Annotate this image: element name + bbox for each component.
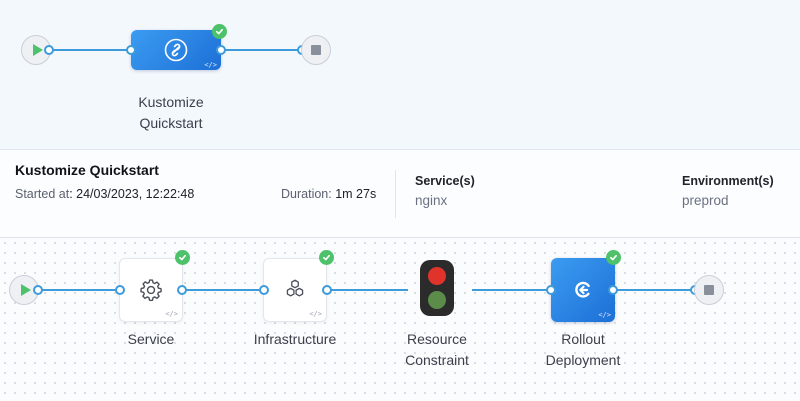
- step-label: Rollout Deployment: [545, 331, 621, 368]
- infrastructure-step[interactable]: </>: [263, 258, 327, 322]
- summary-divider: [395, 170, 396, 218]
- success-check-icon: [319, 250, 334, 265]
- step-input-port: [115, 285, 125, 295]
- step-label: Infrastructure: [253, 331, 337, 347]
- success-check-icon: [212, 24, 227, 39]
- rollout-deployment-step[interactable]: </>: [551, 258, 615, 322]
- step-output-port: [608, 285, 618, 295]
- hexagons-icon: [286, 279, 304, 297]
- connector-line: [182, 289, 264, 291]
- success-check-icon: [606, 250, 621, 265]
- code-icon: </>: [204, 61, 217, 69]
- stage-output-port: [216, 45, 226, 55]
- step-label: Resource Constraint: [405, 331, 469, 368]
- service-step[interactable]: </>: [119, 258, 183, 322]
- pipeline-end-node[interactable]: [301, 35, 331, 65]
- code-icon: </>: [165, 310, 178, 318]
- pipeline-stage-canvas: </> Kustomize Quickstart: [0, 0, 800, 150]
- success-check-icon: [175, 250, 190, 265]
- services-heading: Service(s): [415, 174, 475, 188]
- step-input-port: [546, 285, 556, 295]
- connector-line: [38, 289, 120, 291]
- connector-line: [220, 49, 302, 51]
- stage-title: Kustomize Quickstart: [15, 162, 159, 178]
- kustomize-link-icon: [164, 38, 188, 62]
- step-label: Service: [127, 331, 175, 347]
- stop-icon: [704, 285, 714, 295]
- green-lamp: [428, 291, 446, 310]
- red-lamp: [428, 266, 446, 285]
- step-output-port: [322, 285, 332, 295]
- connector-line: [472, 289, 552, 291]
- step-output-port: [177, 285, 187, 295]
- gear-icon: [140, 279, 162, 302]
- play-icon: [20, 284, 31, 296]
- connector-line: [613, 289, 695, 291]
- service-value: nginx: [415, 193, 448, 208]
- step-input-port: [259, 285, 269, 295]
- rollout-icon: [575, 281, 590, 298]
- execution-summary: [0, 150, 800, 238]
- code-icon: </>: [598, 311, 611, 319]
- stop-icon: [311, 45, 321, 55]
- kustomize-quickstart-stage[interactable]: </>: [131, 30, 221, 70]
- traffic-light-icon[interactable]: [420, 260, 454, 316]
- environments-heading: Environment(s): [682, 174, 774, 188]
- start-port: [44, 45, 54, 55]
- code-icon: </>: [309, 310, 322, 318]
- stage-input-port: [126, 45, 136, 55]
- connector-line: [327, 289, 408, 291]
- steps-end-node[interactable]: [694, 275, 724, 305]
- environment-value: preprod: [682, 193, 729, 208]
- connector-line: [53, 49, 133, 51]
- started-at: Started at: 24/03/2023, 12:22:48: [15, 187, 195, 201]
- stage-label: Kustomize Quickstart: [138, 94, 204, 131]
- duration: Duration: 1m 27s: [281, 187, 377, 201]
- play-icon: [32, 44, 43, 56]
- start-port: [33, 285, 43, 295]
